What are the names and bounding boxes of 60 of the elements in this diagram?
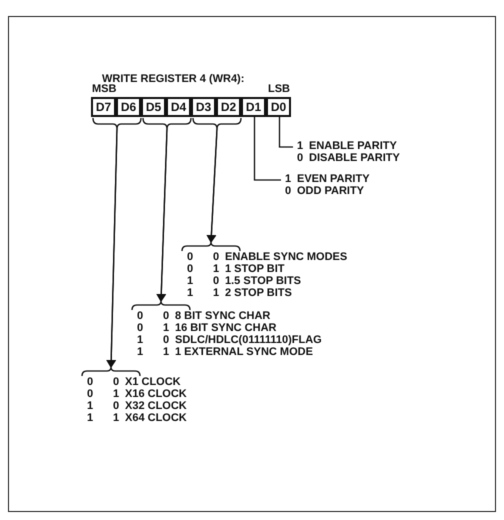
connector-line (278, 116, 293, 148)
bit-value: 0 (213, 275, 220, 287)
option-text: SDLC/HDLC(01111110)FLAG (175, 334, 322, 346)
bit-value: 0 (87, 388, 94, 400)
option-text: X1 CLOCK (125, 376, 181, 388)
bit-cell: D2 (216, 97, 241, 117)
bit-value: 1 (187, 275, 194, 287)
bit-value: 1 (87, 400, 94, 412)
bit-value: 1 (163, 322, 170, 334)
arrow (206, 118, 242, 243)
bit-value: 1 (187, 287, 194, 299)
bit-value: 1 (297, 140, 304, 152)
bit-cell: D5 (141, 97, 166, 117)
bit-value: 0 (187, 263, 194, 275)
option-text: 2 STOP BITS (225, 287, 292, 299)
bit-cell: D4 (166, 97, 191, 117)
arrow (106, 118, 142, 368)
bit-value: 0 (113, 376, 120, 388)
option-text: X16 CLOCK (125, 388, 187, 400)
bit-value: 1 (285, 173, 292, 185)
bit-value: 0 (163, 334, 170, 346)
bit-value: 0 (137, 322, 144, 334)
bit-value: 1 (113, 388, 120, 400)
option-text: 16 BIT SYNC CHAR (175, 322, 276, 334)
bit-value: 0 (285, 185, 292, 197)
connector-line (254, 116, 281, 181)
bit-cell: D6 (116, 97, 141, 117)
bit-cell: D0 (266, 97, 291, 117)
option-text: 8 BIT SYNC CHAR (175, 310, 270, 322)
bit-cell: D7 (91, 97, 116, 117)
bit-value: 0 (113, 400, 120, 412)
option-text: 1 STOP BIT (225, 263, 285, 275)
msb-label: MSB (92, 83, 116, 95)
option-text: ENABLE PARITY (309, 140, 397, 152)
bit-value: 0 (297, 152, 304, 164)
bit-value: 0 (137, 310, 144, 322)
arrow (156, 118, 192, 302)
bit-value: 1 (113, 412, 120, 424)
bit-value: 0 (163, 310, 170, 322)
bit-value: 1 (87, 412, 94, 424)
bit-value: 0 (213, 251, 220, 263)
bit-cell: D1 (241, 97, 266, 117)
option-text: X64 CLOCK (125, 412, 187, 424)
bit-value: 0 (87, 376, 94, 388)
bit-value: 1 (137, 334, 144, 346)
bit-value: 0 (187, 251, 194, 263)
option-text: 1.5 STOP BITS (225, 275, 302, 287)
option-text: ODD PARITY (297, 185, 364, 197)
option-text: EVEN PARITY (297, 173, 370, 185)
bit-value: 1 (213, 263, 220, 275)
bit-value: 1 (137, 346, 144, 358)
lsb-label: LSB (268, 83, 290, 95)
bit-value: 1 (163, 346, 170, 358)
option-text: DISABLE PARITY (309, 152, 400, 164)
bit-value: 1 (213, 287, 220, 299)
option-text: 1 EXTERNAL SYNC MODE (175, 346, 313, 358)
option-text: ENABLE SYNC MODES (225, 251, 348, 263)
option-text: X32 CLOCK (125, 400, 187, 412)
bit-cell: D3 (191, 97, 216, 117)
title: WRITE REGISTER 4 (WR4): (102, 73, 244, 85)
